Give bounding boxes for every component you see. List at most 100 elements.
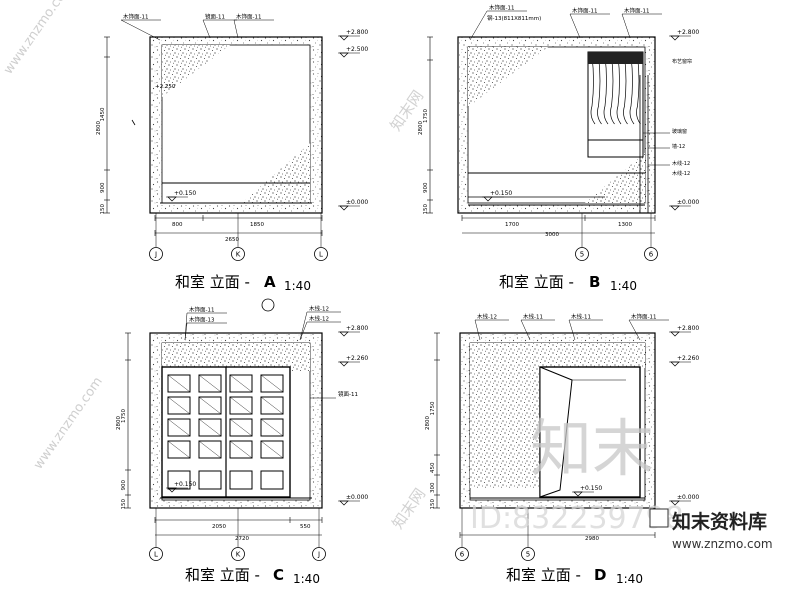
dim-h-800: 800 [172,222,183,228]
callout-1-text: 木线-11 [523,313,543,321]
dim-h-2050: 2050 [212,524,226,530]
dim-vertical-total: 2800 [418,121,424,135]
axis-6-label: 6 [649,251,654,259]
dim-vertical-label-2: 900 [423,182,429,193]
axis-L-label: L [319,251,323,259]
callout-6-text: 木线-12 [672,160,690,167]
callout-0-text: 木线-12 [477,313,497,321]
axis-L-label: L [154,551,158,559]
dim-h-total: 2980 [585,536,599,542]
callout-1-text: 镜面-11 [205,13,225,21]
watermark-big: 知末 ID:832239798 [470,412,684,536]
title-a-cjk: 和室 立面 - [175,273,250,291]
watermark-corner: 知末资料库 www.znzmo.com [649,508,773,551]
watermark-corner-cjk: 知末资料库 [672,510,767,533]
callout-4-text: 玻璃窗 [672,128,687,135]
dim-vertical-label-1: 1750 [430,401,436,415]
shade-top-left [162,45,230,97]
shade-bottom-right [585,153,645,203]
level-top-label: +2.800 [677,29,699,36]
level-top-label: +2.800 [346,29,368,36]
door-panel-diag-1-0 [198,374,222,393]
callout-3-leader [628,319,641,341]
door-panel-diag-3-3 [260,440,284,459]
door-panel-diag-1-3 [198,440,222,459]
dim-h-1850: 1850 [250,222,264,228]
dim-vertical-label-2: 900 [121,480,127,491]
elevation-d: +2.800+2.260+0.150±0.0001750450300150280… [425,313,699,561]
title-c-scale: 1:40 [293,572,320,586]
door-panel-diag-0-1 [167,396,191,415]
callout-3-text: 木饰面-11 [631,313,656,321]
door-base-3 [260,470,284,490]
callout-2-text: 木饰面-11 [624,7,649,15]
dim-vertical-label-2: 900 [100,182,106,193]
dim-vertical-label-4: 150 [430,499,436,510]
callout-1-leader [569,13,581,39]
title-a-scale: 1:40 [284,279,311,293]
level-zero-label: ±0.000 [677,494,699,501]
curtain-fold-0 [590,55,596,125]
curtain-valance [588,52,643,64]
shade-left [470,368,540,488]
callout-1-leader [520,319,531,341]
level-floor-finish-label: +0.150 [580,485,602,492]
axis-6-label: 6 [460,551,465,559]
title-c: 和室 立面 - C 1:40 [185,566,320,586]
elevation-c: +2.800+2.260+0.150±0.0001750900150280020… [116,298,368,561]
callout-2-leader [299,311,308,341]
dim-h-550: 550 [300,524,311,530]
curtain-fold-2 [603,55,609,125]
door-panel-diag-2-0 [229,374,253,393]
level-top-label: +2.800 [346,325,368,332]
title-b-cjk: 和室 立面 - [499,273,574,291]
corner-logo-box [649,508,669,528]
note-small: +2.250 [155,84,176,90]
callout-2-text: 木线-12 [309,305,329,313]
dim-vertical-total: 2800 [96,121,102,135]
window-frame [587,51,644,158]
door-leaf [539,366,573,498]
shade-top [470,343,645,368]
axis-K-label: K [236,251,241,259]
title-c-cjk: 和室 立面 - [185,566,260,584]
callout-0-text: 木饰面-11 [189,306,214,314]
title-d-scale: 1:40 [616,572,643,586]
level-zero-label: ±0.000 [346,199,368,206]
section-marker [261,298,275,312]
title-d: 和室 立面 - D 1:40 [506,566,643,586]
door-panel-diag-1-2 [198,418,222,437]
level-zero-label: ±0.000 [677,199,699,206]
callout-1-text: 木饰面-13 [189,316,215,324]
level-ceiling-label: +2.260 [677,355,699,362]
callout-0-leader [469,10,488,41]
curtain-fold-1 [597,55,602,125]
door-panel-diag-2-1 [229,396,253,415]
curtain-fold-3 [610,55,615,125]
dim-vertical-label-3: 150 [423,204,429,215]
callout-0-leader [474,319,481,341]
level-floor-finish-label: +0.150 [174,190,196,197]
door-panel-diag-2-3 [229,440,253,459]
dim-h-1700: 1700 [505,222,519,228]
axis-K-circle [231,247,245,261]
axis-J-circle [312,547,326,561]
callout-1-leader [202,19,211,39]
axis-6-circle [455,547,469,561]
dim-vertical-label-3: 300 [430,482,436,493]
callout-2-leader [621,13,631,39]
watermark-id-text: ID:832239798 [470,501,684,536]
door-panel-diag-0-2 [167,418,191,437]
dim-vertical-label-3: 150 [100,204,106,215]
title-b: 和室 立面 - B 1:40 [499,273,637,293]
dim-vertical-label-2: 450 [430,462,436,473]
callout-3-text: 布艺窗帘 [672,58,692,65]
dim-vertical-label-1: 1750 [121,409,127,423]
level-ceiling-label: +2.500 [346,46,368,53]
axis-L-circle [149,547,163,561]
door-base-0 [167,470,191,490]
callout-2-leader [233,19,239,39]
callout-2-leader [568,319,576,341]
